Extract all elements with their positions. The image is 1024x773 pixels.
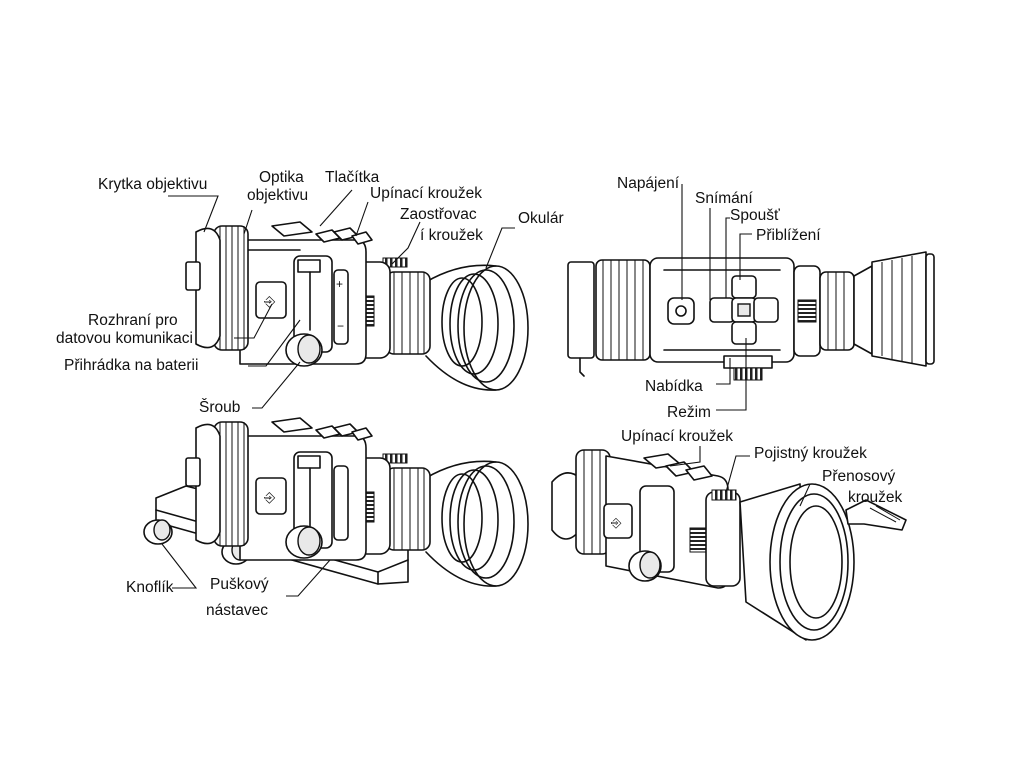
eyecup-illustration (425, 264, 529, 391)
label-data-interface-line1: Rozhraní pro (88, 312, 178, 329)
svg-text:+: + (336, 277, 343, 291)
label-objective-line2: objektivu (247, 187, 308, 204)
label-menu: Nabídka (645, 378, 703, 395)
label-mount-ring-bottom: Upínací kroužek (621, 428, 733, 445)
label-transfer-ring-line2: kroužek (848, 489, 903, 506)
objective-illustration-2 (185, 421, 249, 547)
svg-text:⎆: ⎆ (264, 293, 276, 309)
label-rifle-mount-line2: nástavec (206, 602, 268, 619)
label-data-interface-line2: datovou komunikaci (56, 330, 193, 347)
label-buttons: Tlačítka (325, 169, 380, 186)
label-screw: Šroub (199, 399, 240, 416)
svg-text:−: − (337, 319, 344, 333)
label-capture: Snímání (695, 190, 753, 207)
objective-illustration-3 (551, 449, 611, 555)
label-power: Napájení (617, 175, 680, 192)
leader-lines (161, 184, 816, 597)
label-focus-ring-line1: Zaostřovac (400, 206, 477, 223)
label-mount-ring-top: Upínací kroužek (370, 185, 482, 202)
rings-top-illustration (793, 265, 855, 357)
label-locking-ring: Pojistný kroužek (754, 445, 867, 462)
label-objective-line1: Optika (259, 169, 304, 186)
scope-with-mount-view: ⎆ (143, 417, 529, 587)
svg-text:⎆: ⎆ (264, 489, 276, 505)
objective-top-illustration (567, 259, 651, 377)
body-illustration: + − ⎆ (239, 221, 373, 365)
label-rifle-mount-line1: Puškový (210, 576, 269, 593)
scope-top-view (567, 251, 935, 381)
screw-knob-illustration (285, 333, 323, 367)
scope-with-adapter-view: ⎆ (551, 449, 907, 641)
labels: Krytka objektivu Optika objektivu Tlačít… (56, 169, 903, 619)
eyecup-illustration-2 (425, 460, 529, 587)
transfer-ring-illustration (739, 483, 907, 641)
label-zoom: Přiblížení (756, 227, 821, 244)
label-mode: Režim (667, 404, 711, 421)
body-top-illustration (649, 257, 795, 381)
label-lens-cap: Krytka objektivu (98, 176, 207, 193)
eyecup-top-illustration (853, 251, 935, 367)
label-battery-compartment: Přihrádka na baterii (64, 357, 198, 374)
label-focus-ring-line2: í kroužek (420, 227, 483, 244)
label-eyepiece: Okulár (518, 210, 564, 227)
label-shutter: Spoušť (730, 207, 780, 224)
locking-ring-illustration (705, 489, 741, 587)
scope-side-view: + − ⎆ (185, 221, 529, 391)
lens-cap-illustration (185, 227, 221, 349)
svg-text:⎆: ⎆ (611, 515, 622, 530)
label-transfer-ring-line1: Přenosový (822, 468, 895, 485)
label-knob: Knoflík (126, 579, 174, 596)
